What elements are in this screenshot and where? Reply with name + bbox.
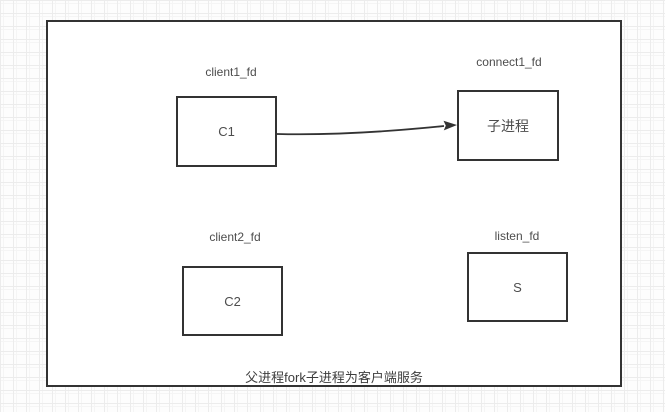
tag-client2-fd[interactable]: client2_fd [209,230,261,244]
tag-client1-fd[interactable]: client1_fd [205,65,257,79]
node-c2-label: C2 [224,293,241,309]
node-c2[interactable]: C2 [182,266,283,336]
diagram-caption[interactable]: 父进程fork子进程为客户端服务 [245,370,423,385]
tag-listen-fd[interactable]: listen_fd [494,229,540,243]
node-child-process[interactable]: 子进程 [457,90,559,161]
node-s-label: S [513,279,522,295]
node-s[interactable]: S [467,252,568,322]
node-c1-label: C1 [218,124,235,139]
node-child-process-label: 子进程 [487,117,529,134]
node-c1[interactable]: C1 [176,96,277,167]
outer-rectangle[interactable] [46,20,622,387]
tag-connect1-fd[interactable]: connect1_fd [476,55,542,69]
